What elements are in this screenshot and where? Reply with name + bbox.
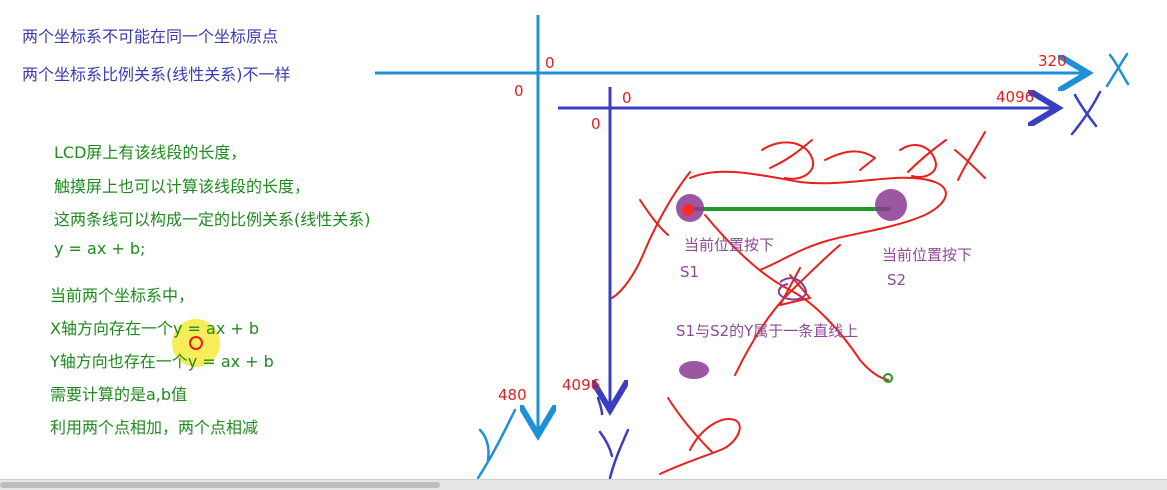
- relation-note: S1与S2的Y属于一条直线上: [676, 322, 859, 340]
- lcd-origin-x-label: 0: [545, 54, 555, 72]
- note-top-line1: 两个坐标系不可能在同一个坐标原点: [22, 27, 279, 46]
- note-green1-line3: 这两条线可以构成一定的比例关系(线性关系): [54, 210, 371, 229]
- note-green1-line4: y = ax + b;: [54, 239, 146, 258]
- note-green2-line2: X轴方向存在一个y = ax + b: [50, 319, 260, 338]
- note-green2-line3: Y轴方向也存在一个y = ax + b: [50, 352, 274, 371]
- note-green2-line5: 利用两个点相加，两个点相减: [50, 418, 259, 437]
- point-s1-red-dot: [682, 204, 694, 216]
- note-green1-line1: LCD屏上有该线段的长度，: [54, 143, 247, 162]
- touch-y-max-label: 4096: [562, 376, 601, 394]
- lcd-y-max-label: 480: [498, 386, 527, 404]
- lcd-origin-y-label: 0: [514, 82, 524, 100]
- lcd-y-handwritten-glyph: [476, 408, 517, 480]
- cursor-highlight: [172, 319, 220, 367]
- scrollbar-thumb[interactable]: [0, 482, 440, 488]
- touch-origin-y-label: 0: [591, 115, 601, 133]
- s1-label: S1: [680, 263, 700, 281]
- point-s2: [875, 189, 907, 221]
- note-green2-line1: 当前两个坐标系中，: [50, 286, 195, 305]
- touch-x-handwritten-glyph: [1070, 90, 1102, 136]
- green-mark-bottom: [883, 373, 893, 383]
- cursor-ring-icon: [189, 336, 203, 350]
- s2-label: S2: [887, 271, 907, 289]
- note-green2-line4: 需要计算的是a,b值: [50, 385, 188, 404]
- horizontal-scrollbar[interactable]: [0, 479, 1167, 490]
- lcd-x-max-label: 320: [1038, 52, 1067, 70]
- red-annotation-strokes: [611, 131, 986, 475]
- s2-caption: 当前位置按下: [882, 246, 973, 264]
- touch-y-handwritten-glyph: [596, 396, 630, 480]
- point-ellipse-bottom: [679, 361, 709, 379]
- touch-origin-x-label: 0: [622, 89, 632, 107]
- note-green1-line2: 触摸屏上也可以计算该线段的长度，: [54, 177, 311, 196]
- s1-caption: 当前位置按下: [684, 236, 775, 254]
- note-top-line2: 两个坐标系比例关系(线性关系)不一样: [22, 65, 291, 84]
- lcd-x-handwritten-glyph: [1105, 52, 1130, 88]
- touch-x-max-label: 4096: [996, 88, 1035, 106]
- purple-scribble-mark: [777, 277, 807, 301]
